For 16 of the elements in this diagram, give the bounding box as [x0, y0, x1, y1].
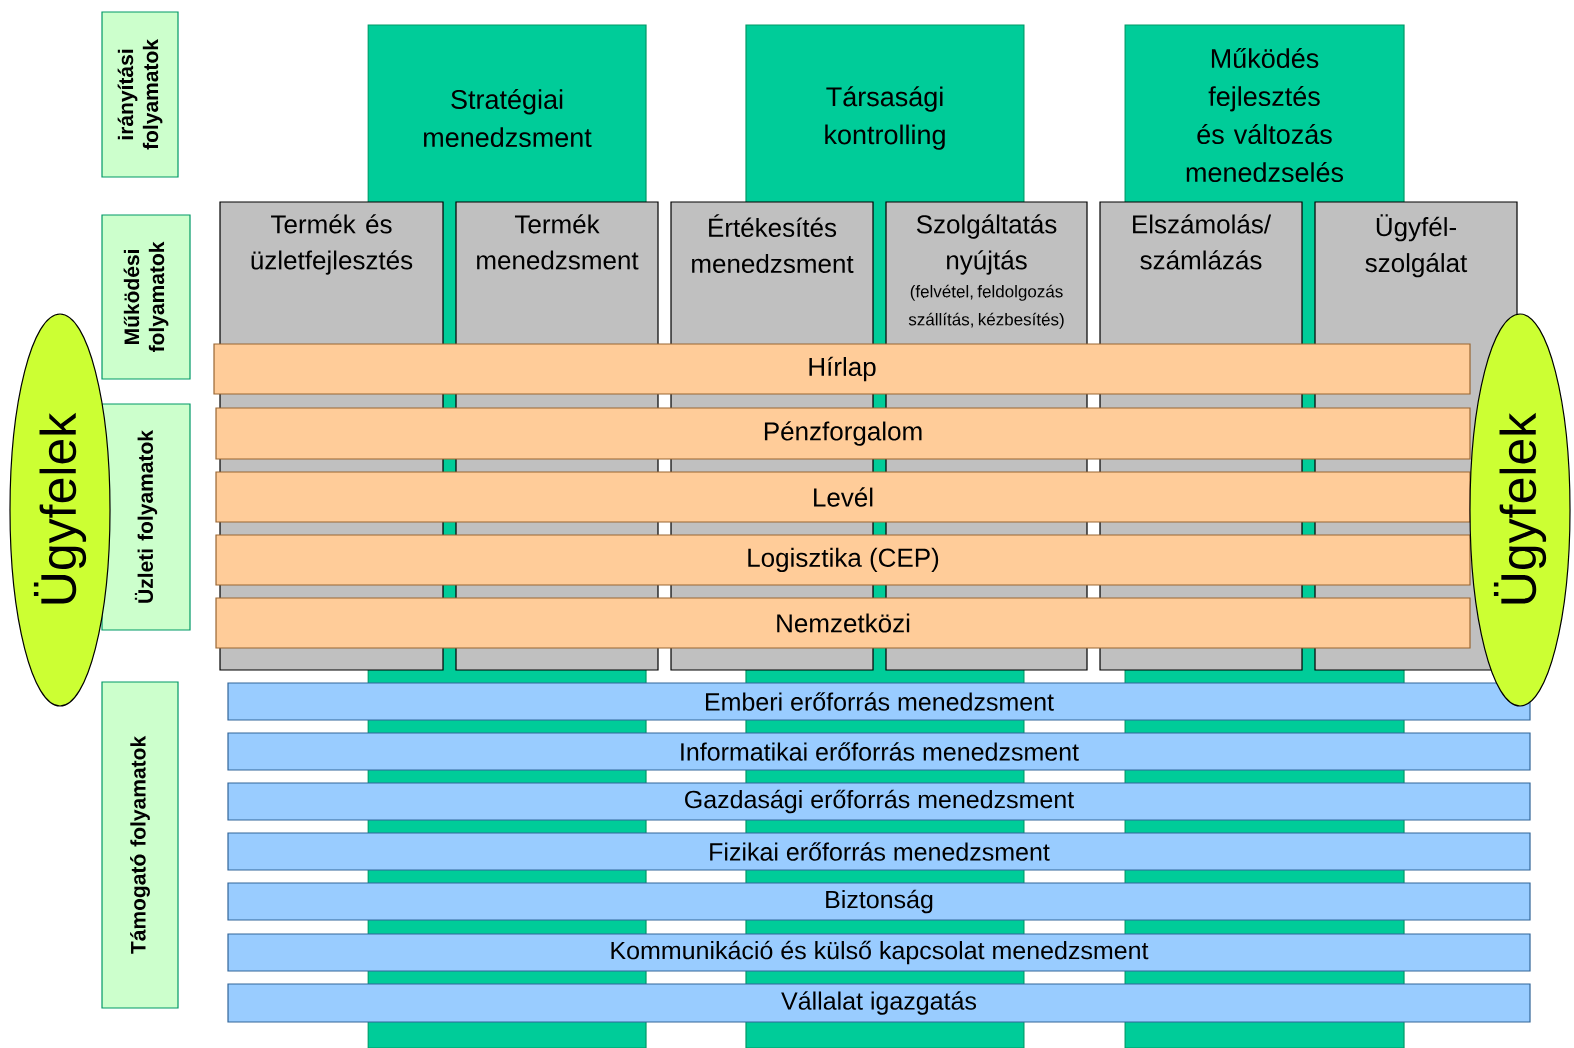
- category-label-box: Üzleti folyamatok: [101, 403, 191, 631]
- process-bar: Gazdasági erőforrás menedzsment: [227, 782, 1531, 821]
- process-bar: Vállalat igazgatás: [227, 983, 1531, 1023]
- process-bar: Emberi erőforrás menedzsment: [227, 682, 1531, 721]
- category-label-box: Működési folyamatok: [101, 214, 191, 380]
- process-bar: Logisztika (CEP): [215, 534, 1471, 586]
- process-bar: Biztonság: [227, 882, 1531, 921]
- process-bar: Hírlap: [213, 343, 1471, 395]
- category-label-box: Támogató folyamatok: [101, 681, 179, 1009]
- process-bar: Pénzforgalom: [215, 407, 1471, 460]
- process-bar: Nemzetközi: [215, 597, 1471, 649]
- process-bar: Kommunikáció és külső kapcsolat menedzsment: [227, 933, 1531, 972]
- process-bar: Fizikai erőforrás menedzsment: [227, 832, 1531, 871]
- category-label-box: irányítási folyamatok: [101, 11, 179, 178]
- process-bar: Levél: [215, 471, 1471, 523]
- process-bar: Informatikai erőforrás menedzsment: [227, 732, 1531, 771]
